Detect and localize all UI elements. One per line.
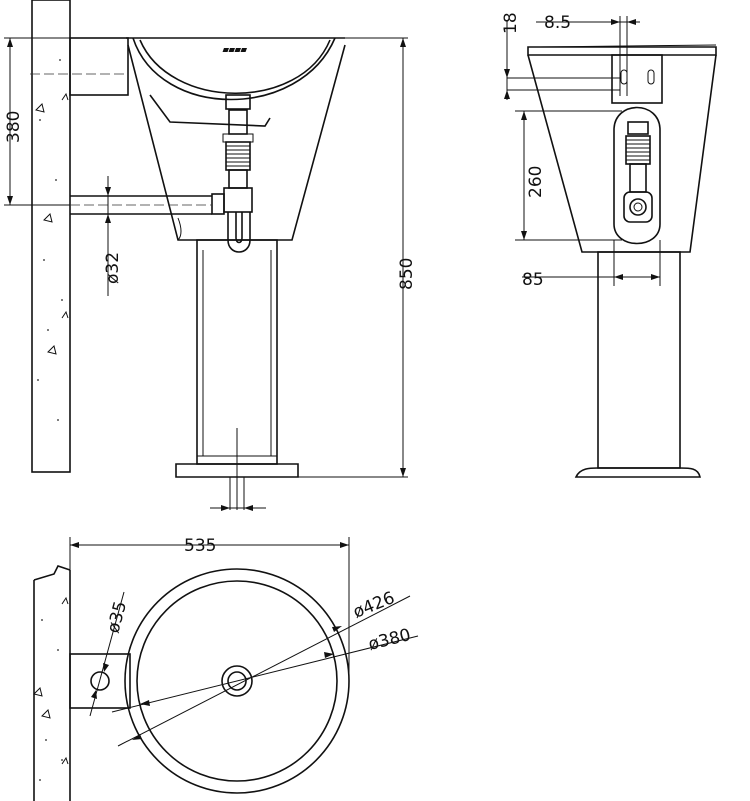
plan-view: 535 ø35 ø426 ø380 bbox=[33, 536, 419, 801]
dim-offset-side: 8.5 bbox=[536, 13, 640, 96]
front-pedestal bbox=[175, 239, 299, 510]
dim-siphon-depth: 260 bbox=[515, 110, 622, 241]
side-elevation-view: 18 8.5 260 85 bbox=[501, 12, 717, 478]
dim-pedestal-width-label: 85 bbox=[522, 270, 544, 290]
front-basin bbox=[126, 37, 346, 241]
dim-offset-side-label: 8.5 bbox=[544, 13, 571, 33]
dim-pedestal-width: 85 bbox=[522, 240, 661, 290]
side-basin bbox=[527, 44, 717, 253]
side-siphon bbox=[613, 106, 661, 245]
front-wall bbox=[31, 0, 71, 473]
front-siphon bbox=[211, 94, 254, 253]
wall-bracket bbox=[30, 37, 129, 96]
dim-outer-diameter-label: ø426 bbox=[350, 588, 397, 623]
dim-siphon-depth-label: 260 bbox=[526, 166, 546, 198]
dim-overall-width-label: 535 bbox=[184, 536, 216, 556]
dim-mount-height: 380 bbox=[4, 37, 128, 206]
brand-logo bbox=[222, 48, 247, 52]
dim-offset-small: 18 bbox=[501, 12, 620, 100]
front-elevation-view: 380 ø32 850 bbox=[4, 0, 417, 511]
dim-pipe-diameter-label: ø35 bbox=[104, 599, 132, 635]
side-pedestal bbox=[574, 251, 701, 478]
dim-drain-diameter-label: ø32 bbox=[103, 252, 123, 284]
dim-total-height: 850 bbox=[298, 37, 417, 478]
dim-drain-diameter: ø32 bbox=[103, 176, 123, 296]
dim-bottom-pipe bbox=[210, 505, 266, 511]
plan-bracket bbox=[69, 653, 131, 709]
dim-outer-diameter: ø426 bbox=[117, 588, 411, 747]
dim-overall-width: 535 bbox=[69, 536, 350, 681]
front-drain-pipe bbox=[70, 195, 212, 215]
plan-wall bbox=[33, 565, 71, 801]
dim-inner-diameter-label: ø380 bbox=[366, 625, 412, 655]
dim-offset-small-label: 18 bbox=[501, 12, 521, 34]
dim-total-height-label: 850 bbox=[397, 258, 417, 290]
dim-mount-height-label: 380 bbox=[4, 111, 24, 143]
dim-inner-diameter: ø380 bbox=[111, 625, 419, 713]
